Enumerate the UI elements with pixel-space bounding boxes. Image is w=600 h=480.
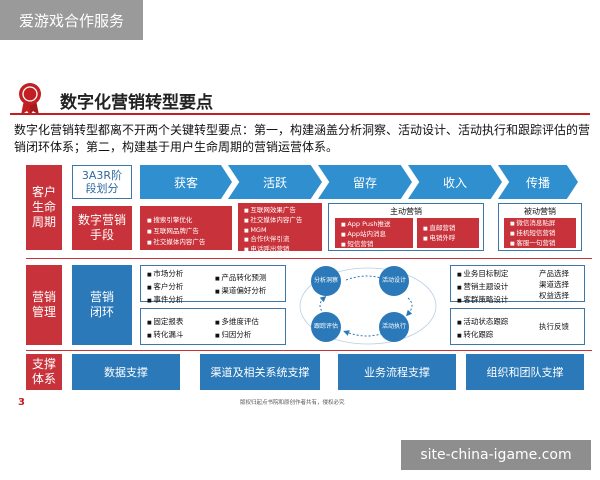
copyright-footer: 版权归起点书院和原创作者共有，侵权必究 — [240, 400, 345, 406]
list-item: 客服一句营销 — [510, 239, 576, 249]
active-means-box: 互联网效果广告 社交媒体内容广告 MGM 合作伙伴引流 电话呼出营销 — [238, 203, 322, 253]
design-list: 产品选择 渠道选择 权益选择 — [539, 268, 569, 301]
watermark-bottom: site-china-igame.com — [401, 440, 591, 470]
list-item: 产品选择 — [539, 269, 569, 278]
list-item: 渠道选择 — [539, 280, 569, 289]
list-item: 业务目标制定 — [457, 268, 508, 281]
row-label-marketing: 营销管理 — [26, 265, 62, 345]
title-underline — [10, 113, 590, 115]
stage-chevron: 活跃 — [228, 165, 322, 199]
loop-node-analysis: 分析洞察 — [311, 266, 341, 296]
row-label-support: 支撑体系 — [26, 354, 62, 390]
list-item: 市场分析 — [147, 268, 183, 281]
row-label-lifecycle: 客户生命周期 — [26, 165, 62, 250]
panel-title: 主动营销 — [390, 207, 422, 216]
evaluation-list: 固定报表 转化漏斗 — [147, 316, 183, 342]
stage-chevron: 留存 — [318, 165, 412, 199]
panel-title: 被动营销 — [524, 207, 556, 216]
passive-marketing-panel: 被动营销 微信消息贴屏 挂机短信营销 客服一句营销 — [498, 203, 582, 251]
list-item: 产品转化预测 — [215, 272, 266, 285]
active-channel-list: App Push推送 App站内消息 短信营销 — [335, 218, 413, 248]
list-item: App Push推送 — [341, 220, 413, 230]
list-item: 直邮营销 — [423, 224, 479, 234]
execution-list: 活动状态跟踪 转化跟踪 — [457, 316, 508, 342]
support-item: 数据支撑 — [72, 354, 180, 390]
list-item: App站内消息 — [341, 230, 413, 240]
list-item: 挂机短信营销 — [510, 229, 576, 239]
list-item: 合作伙伴引流 — [244, 235, 322, 245]
support-item: 组织和团队支撑 — [466, 354, 584, 390]
list-item: MGM — [244, 226, 322, 236]
stage-chevron: 传播 — [498, 165, 578, 199]
row-divider — [26, 350, 592, 351]
active-marketing-panel: 主动营销 App Push推送 App站内消息 短信营销 直邮营销 电销外呼 — [328, 203, 484, 251]
acquire-means-box: 搜索引擎优化 互联网品牌广告 社交媒体内容广告 — [140, 206, 232, 250]
evaluation-box: 固定报表 转化漏斗 多维度评估 归因分析 — [140, 308, 286, 345]
loop-label: 营销闭环 — [72, 265, 132, 345]
means-label: 数字营销手段 — [72, 206, 132, 250]
list-item: 短信营销 — [341, 240, 413, 250]
stage-chevron: 收入 — [408, 165, 502, 199]
loop-node-execution: 活动执行 — [379, 312, 409, 342]
list-item: 社交媒体内容广告 — [244, 216, 322, 226]
list-item: 事件分析 — [147, 294, 183, 307]
list-item: 归因分析 — [215, 329, 259, 342]
list-item: 电销外呼 — [423, 234, 479, 244]
list-item: 固定报表 — [147, 316, 183, 329]
page-title: 数字化营销转型要点 — [60, 93, 213, 113]
support-item: 渠道及相关系统支撑 — [200, 354, 320, 390]
intro-text: 数字化营销转型都离不开两个关键转型要点：第一，构建涵盖分析洞察、活动设计、活动执… — [14, 123, 591, 154]
analysis-box: 市场分析 客户分析 事件分析 产品转化预测 渠道偏好分析 — [140, 265, 286, 304]
design-list: 业务目标制定 营销主题设计 客群策略设计 — [457, 268, 508, 307]
watermark-top: 爱游戏合作服务 — [0, 0, 143, 40]
execution-feedback: 执行反馈 — [539, 322, 569, 331]
list-item: 社交媒体内容广告 — [147, 237, 232, 248]
ribbon-badge-icon — [19, 83, 41, 115]
passive-channel-list: 微信消息贴屏 挂机短信营销 客服一句营销 — [504, 218, 576, 248]
list-item: 活动状态跟踪 — [457, 316, 508, 329]
list-item: 微信消息贴屏 — [510, 219, 576, 229]
design-box: 业务目标制定 营销主题设计 客群策略设计 产品选择 渠道选择 权益选择 — [450, 265, 585, 304]
loop-node-design: 活动设计 — [379, 266, 409, 296]
list-item: 营销主题设计 — [457, 281, 508, 294]
loop-node-evaluation: 跟踪评估 — [311, 312, 341, 342]
list-item: 权益选择 — [539, 291, 569, 300]
analysis-list: 市场分析 客户分析 事件分析 — [147, 268, 183, 307]
evaluation-list: 多维度评估 归因分析 — [215, 316, 259, 342]
stage-header: 3A3R阶段划分 — [72, 165, 132, 199]
list-item: 电话呼出营销 — [244, 245, 322, 255]
analysis-list: 产品转化预测 渠道偏好分析 — [215, 272, 266, 298]
list-item: 转化跟踪 — [457, 329, 508, 342]
stage-chevron: 获客 — [140, 165, 232, 199]
list-item: 转化漏斗 — [147, 329, 183, 342]
row-divider — [26, 258, 592, 259]
active-channel-list: 直邮营销 电销外呼 — [417, 218, 479, 248]
list-item: 客群策略设计 — [457, 294, 508, 307]
list-item: 互联网品牌广告 — [147, 226, 232, 237]
list-item: 客户分析 — [147, 281, 183, 294]
list-item: 互联网效果广告 — [244, 206, 322, 216]
execution-box: 活动状态跟踪 转化跟踪 执行反馈 — [450, 308, 585, 345]
page-number: 3 — [18, 397, 25, 408]
list-item: 搜索引擎优化 — [147, 215, 232, 226]
support-item: 业务流程支撑 — [338, 354, 456, 390]
list-item: 渠道偏好分析 — [215, 285, 266, 298]
list-item: 多维度评估 — [215, 316, 259, 329]
